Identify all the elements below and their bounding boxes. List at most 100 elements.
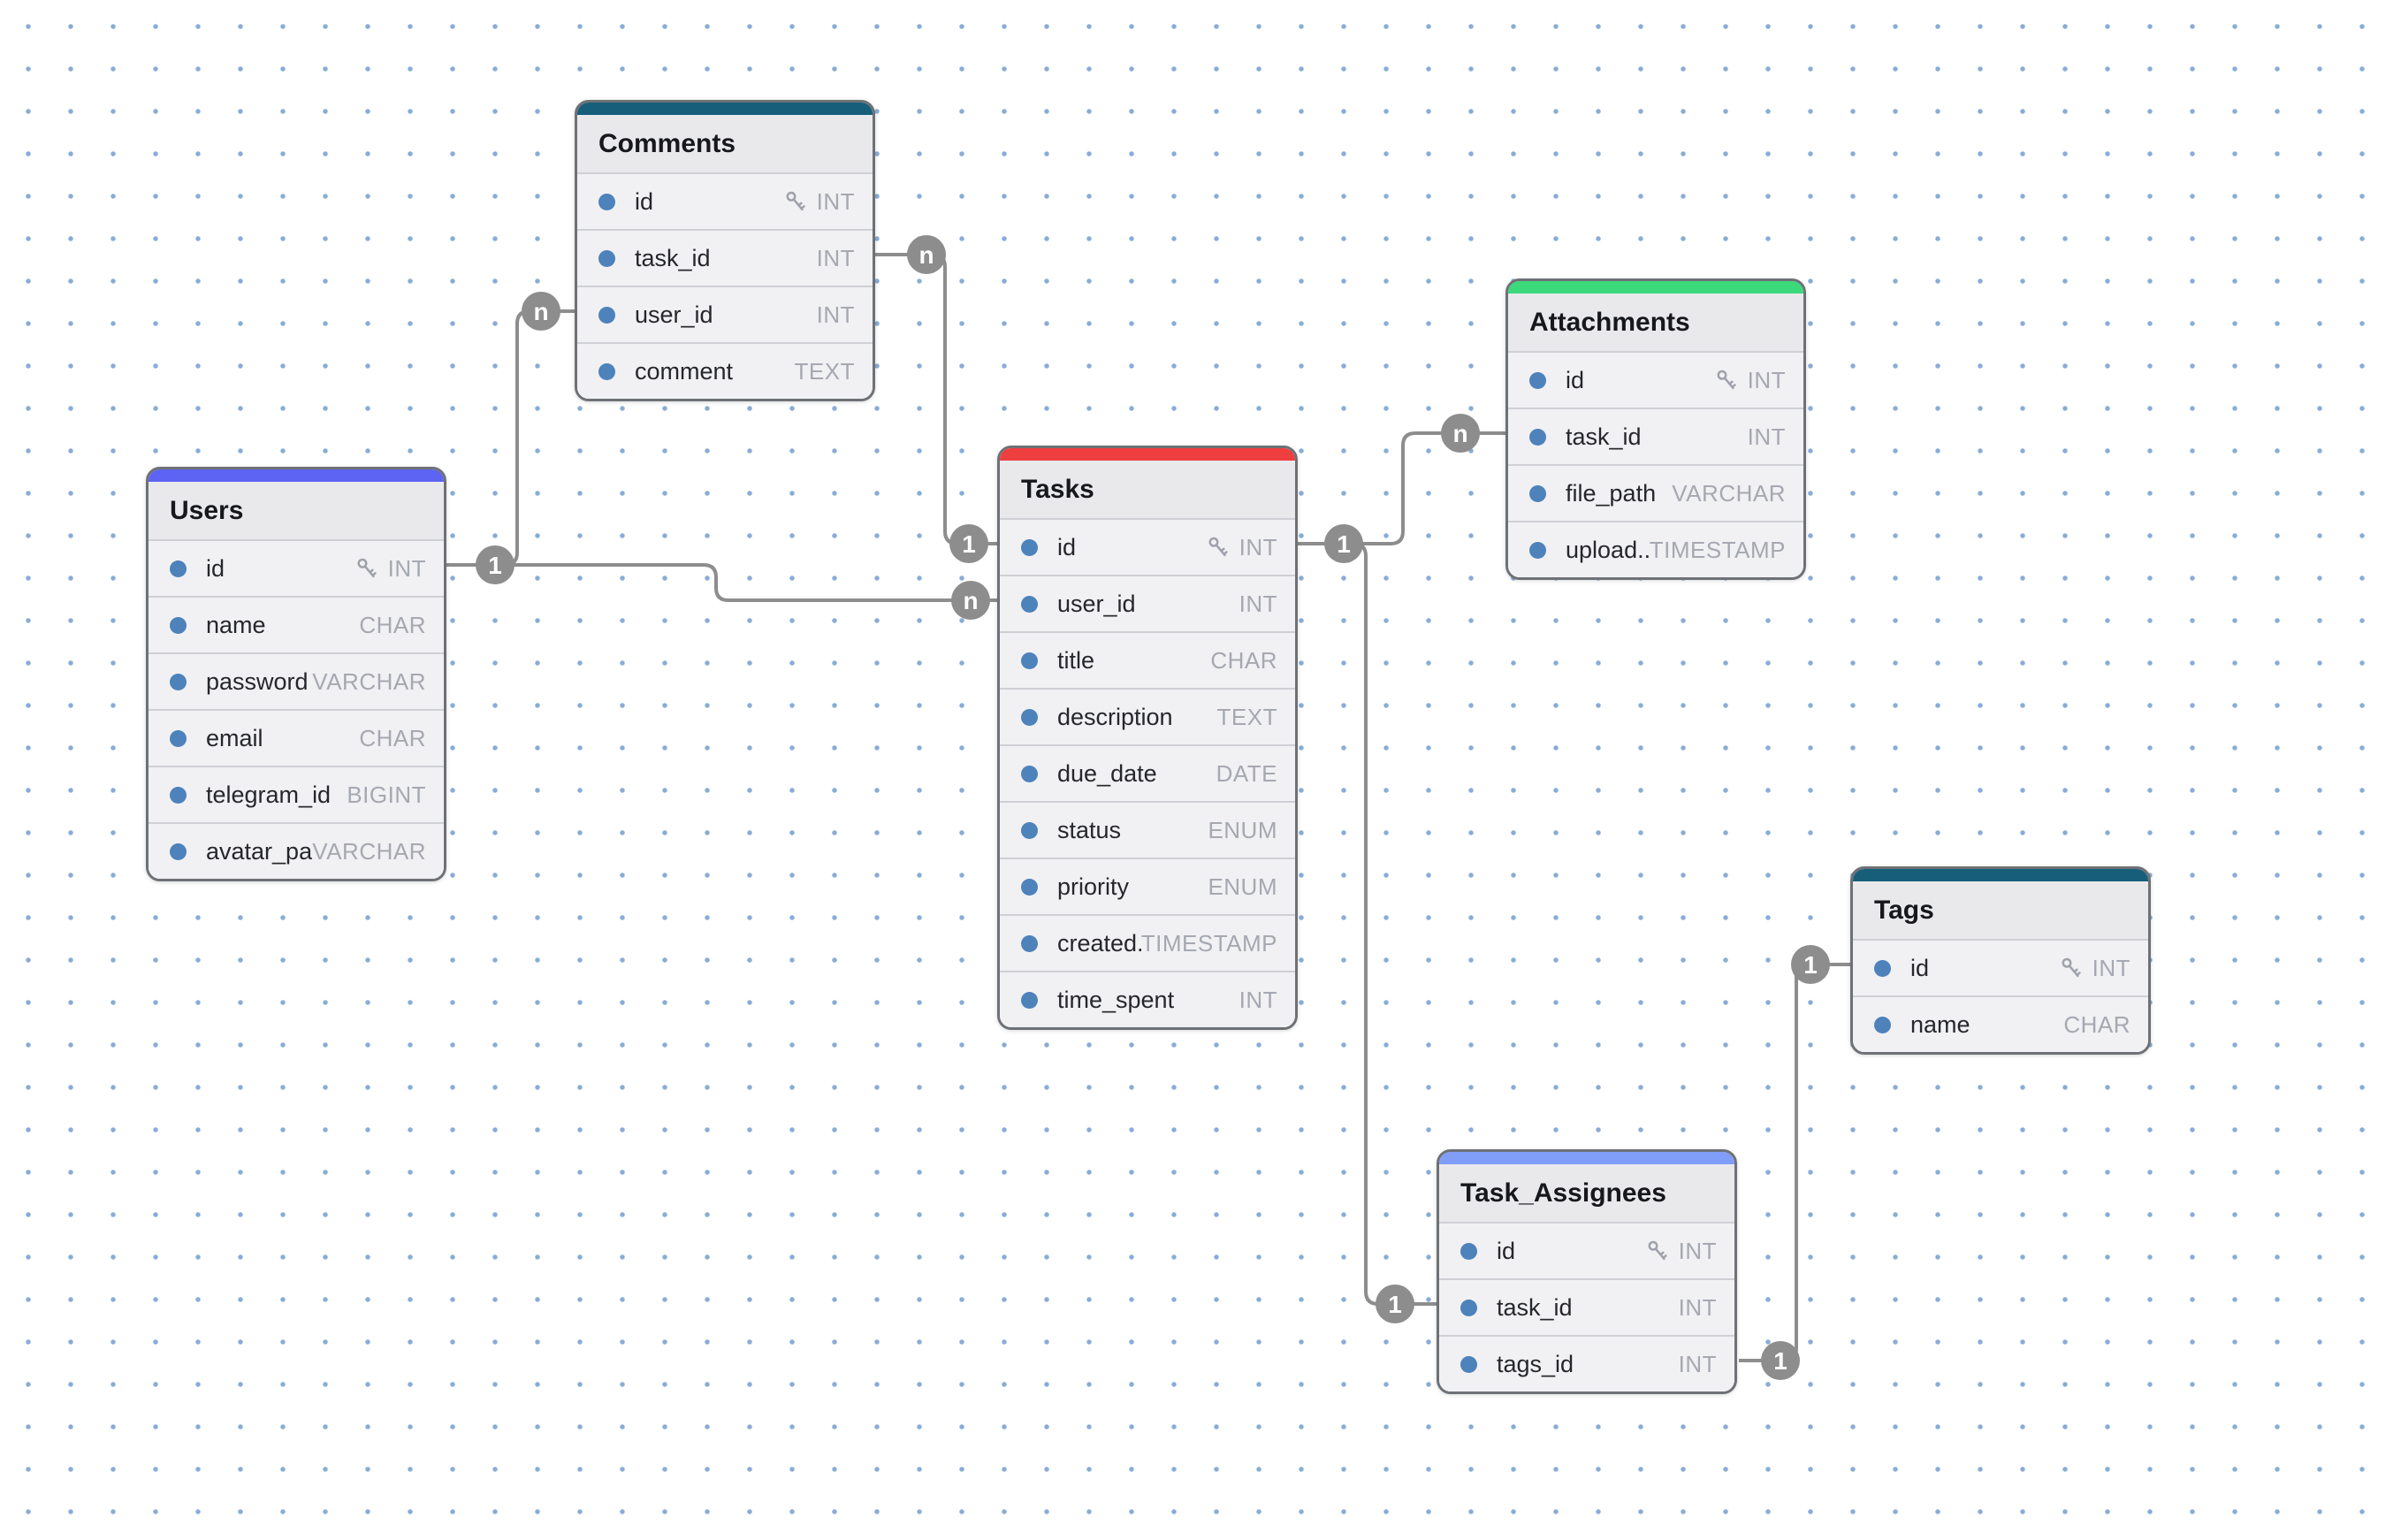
- field-row-comments-1[interactable]: task_idINT: [577, 229, 873, 286]
- field-type-group: INT: [1679, 1351, 1717, 1378]
- field-type-group: INT: [1205, 534, 1277, 561]
- field-dot-icon: [1874, 960, 1891, 977]
- table-title-task_assignees[interactable]: Task_Assignees: [1439, 1164, 1734, 1222]
- field-dot-icon: [1021, 822, 1038, 839]
- table-comments[interactable]: CommentsidINTtask_idINTuser_idINTcomment…: [575, 100, 875, 401]
- field-row-tasks-1[interactable]: user_idINT: [1000, 575, 1295, 631]
- field-type: INT: [817, 301, 855, 329]
- relationship-users_id-comments_user_id[interactable]: [446, 311, 575, 565]
- field-dot-icon: [1874, 1017, 1891, 1033]
- field-row-task_assignees-0[interactable]: idINT: [1439, 1222, 1734, 1278]
- table-title-tasks[interactable]: Tasks: [1000, 461, 1295, 518]
- field-dot-icon: [598, 194, 615, 210]
- relationship-tasks_id-attachments_task_id[interactable]: [1298, 433, 1505, 544]
- cardinality-badge: 1: [1791, 945, 1830, 984]
- field-name: task_id: [1497, 1294, 1679, 1322]
- field-type: TIMESTAMP: [1141, 930, 1277, 957]
- field-name: file_path: [1566, 480, 1672, 507]
- field-type: TEXT: [1217, 704, 1277, 731]
- primary-key-icon: [2058, 955, 2085, 981]
- table-attachments[interactable]: AttachmentsidINTtask_idINTfile_pathVARCH…: [1505, 278, 1806, 580]
- field-name: name: [1910, 1011, 2063, 1039]
- field-row-tasks-0[interactable]: idINT: [1000, 518, 1295, 575]
- field-row-users-5[interactable]: avatar_pa...VARCHAR: [149, 822, 444, 879]
- field-row-tasks-4[interactable]: due_dateDATE: [1000, 744, 1295, 801]
- field-name: id: [635, 188, 782, 216]
- field-row-tags-1[interactable]: nameCHAR: [1853, 995, 2148, 1052]
- relationship-task_assignees_tags_id-tags_id[interactable]: [1739, 964, 1850, 1361]
- field-row-tasks-2[interactable]: titleCHAR: [1000, 631, 1295, 688]
- field-dot-icon: [1529, 542, 1546, 559]
- field-type: CHAR: [1210, 647, 1277, 675]
- field-type-group: CHAR: [359, 725, 426, 752]
- field-row-users-3[interactable]: emailCHAR: [149, 709, 444, 766]
- relationship-users_id-tasks_user_id[interactable]: [446, 565, 997, 600]
- table-title-users[interactable]: Users: [149, 482, 444, 539]
- table-tags[interactable]: Tags idINTnameCHAR: [1850, 866, 2151, 1055]
- field-row-task_assignees-1[interactable]: task_idINT: [1439, 1278, 1734, 1335]
- table-users[interactable]: UsersidINTnameCHARpasswordVARCHARemailCH…: [146, 467, 446, 881]
- field-row-tasks-8[interactable]: time_spentINT: [1000, 971, 1295, 1027]
- field-type: CHAR: [359, 725, 426, 752]
- field-row-users-4[interactable]: telegram_idBIGINT: [149, 766, 444, 822]
- table-accent-bar: [1000, 448, 1295, 461]
- field-row-attachments-2[interactable]: file_pathVARCHAR: [1508, 464, 1803, 521]
- field-type: DATE: [1216, 760, 1277, 788]
- field-dot-icon: [1460, 1300, 1477, 1316]
- field-name: id: [206, 555, 354, 583]
- field-row-comments-0[interactable]: idINT: [577, 172, 873, 229]
- relationship-comments_task_id-tasks_id[interactable]: [875, 255, 997, 544]
- field-type: INT: [1239, 987, 1277, 1014]
- table-title-attachments[interactable]: Attachments: [1508, 294, 1803, 351]
- field-row-tasks-7[interactable]: created...TIMESTAMP: [1000, 914, 1295, 971]
- field-row-task_assignees-2[interactable]: tags_idINT: [1439, 1335, 1734, 1391]
- field-type-group: VARCHAR: [1672, 480, 1786, 507]
- field-dot-icon: [1529, 485, 1546, 502]
- field-row-users-1[interactable]: nameCHAR: [149, 596, 444, 652]
- field-dot-icon: [1529, 429, 1546, 446]
- field-name: title: [1057, 647, 1210, 675]
- field-row-users-0[interactable]: idINT: [149, 539, 444, 596]
- field-row-attachments-1[interactable]: task_idINT: [1508, 408, 1803, 464]
- field-type-group: INT: [817, 245, 855, 272]
- cardinality-badge: 1: [1376, 1285, 1414, 1323]
- field-type-group: INT: [354, 555, 426, 583]
- table-accent-bar: [577, 103, 873, 115]
- field-type-group: INT: [817, 301, 855, 329]
- cardinality-badge: n: [907, 235, 946, 274]
- cardinality-badge-label: 1: [962, 530, 976, 558]
- field-row-attachments-0[interactable]: idINT: [1508, 351, 1803, 408]
- field-type: VARCHAR: [1672, 480, 1786, 507]
- cardinality-badge: n: [951, 581, 990, 620]
- field-name: user_id: [635, 301, 817, 329]
- field-row-attachments-3[interactable]: upload...TIMESTAMP: [1508, 521, 1803, 577]
- primary-key-icon: [1644, 1238, 1671, 1264]
- table-title-label: Task_Assignees: [1460, 1178, 1666, 1208]
- relationship-tasks_id-task_assignees_task_id[interactable]: [1298, 544, 1437, 1304]
- field-name: description: [1057, 704, 1217, 731]
- field-type: INT: [1679, 1294, 1717, 1322]
- field-row-tasks-5[interactable]: statusENUM: [1000, 801, 1295, 858]
- table-title-comments[interactable]: Comments: [577, 115, 873, 172]
- field-row-users-2[interactable]: passwordVARCHAR: [149, 652, 444, 709]
- field-dot-icon: [1021, 935, 1038, 952]
- field-row-comments-3[interactable]: commentTEXT: [577, 342, 873, 399]
- table-title-tags[interactable]: Tags: [1853, 881, 2148, 939]
- field-row-tags-0[interactable]: idINT: [1853, 939, 2148, 995]
- field-row-tasks-3[interactable]: descriptionTEXT: [1000, 688, 1295, 744]
- table-title-label: Tags: [1874, 896, 1934, 926]
- field-type-group: INT: [782, 188, 855, 216]
- table-tasks[interactable]: TasksidINTuser_idINTtitleCHARdescription…: [997, 446, 1298, 1030]
- field-row-tasks-6[interactable]: priorityENUM: [1000, 858, 1295, 914]
- table-accent-bar: [1508, 281, 1803, 294]
- cardinality-badge: 1: [1324, 524, 1363, 563]
- field-name: name: [206, 612, 359, 639]
- field-dot-icon: [598, 363, 615, 380]
- field-type-group: VARCHAR: [312, 838, 426, 865]
- cardinality-badge-label: 1: [1388, 1291, 1402, 1318]
- table-task_assignees[interactable]: Task_AssigneesidINTtask_idINTtags_idINT: [1437, 1149, 1737, 1394]
- field-name: id: [1910, 955, 2058, 982]
- field-row-comments-2[interactable]: user_idINT: [577, 286, 873, 342]
- field-name: due_date: [1057, 760, 1216, 788]
